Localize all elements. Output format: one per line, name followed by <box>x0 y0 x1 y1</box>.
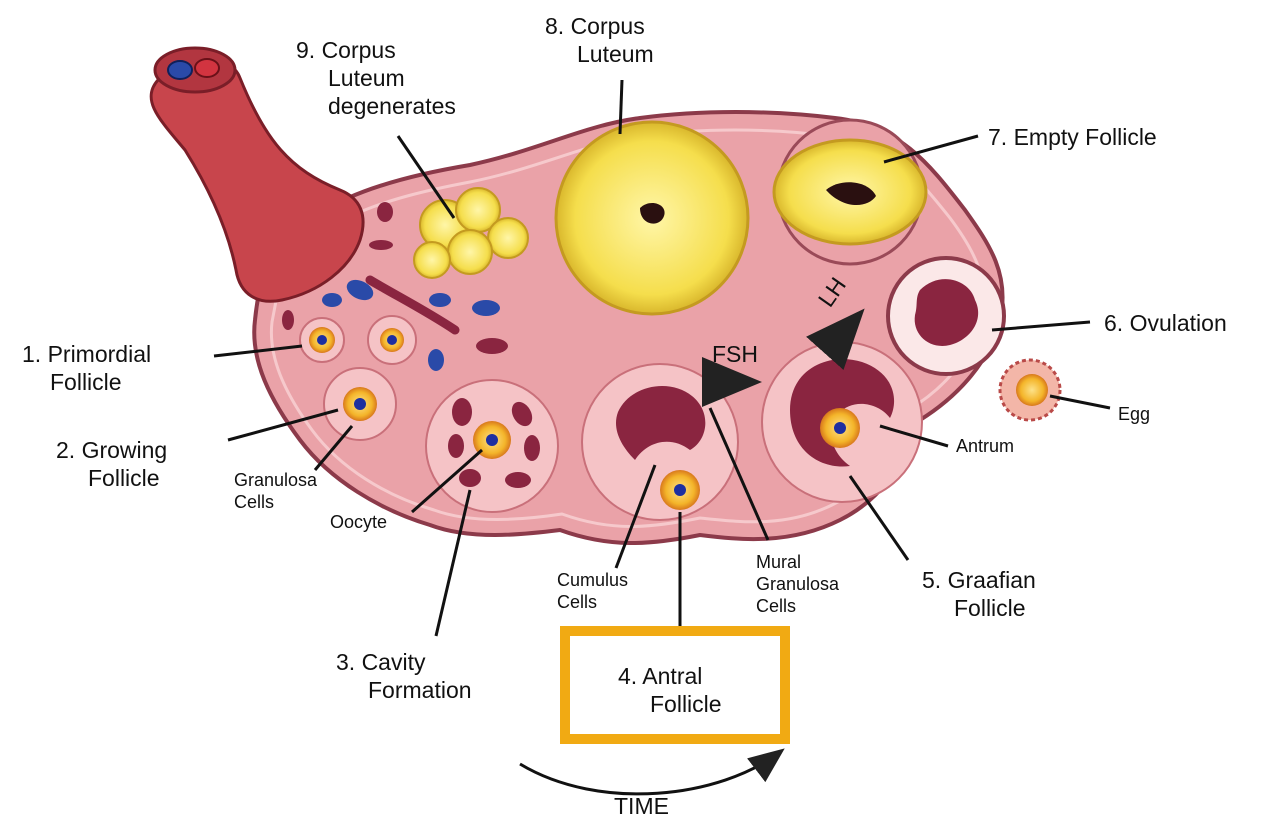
label-antral-follicle: 4. Antral Follicle <box>618 662 722 718</box>
growing-follicle <box>324 368 396 440</box>
antral-follicle <box>582 364 738 520</box>
cavity-formation-follicle <box>426 380 558 512</box>
graafian-follicle <box>762 342 922 502</box>
label-granulosa-cells: Granulosa Cells <box>234 470 317 514</box>
label-time: TIME <box>614 792 669 820</box>
label-empty-follicle: 7. Empty Follicle <box>988 123 1157 151</box>
label-growing-follicle: 2. Growing Follicle <box>56 436 167 492</box>
highlight-box-antral-follicle: 4. Antral Follicle <box>560 626 790 744</box>
label-fsh: FSH <box>712 340 758 368</box>
label-corpus-luteum: 8. Corpus Luteum <box>545 12 654 68</box>
label-primordial-follicle: 1. Primordial Follicle <box>22 340 151 396</box>
empty-follicle <box>774 120 926 264</box>
corpus-luteum <box>556 122 748 314</box>
label-mural-granulosa-cells: Mural Granulosa Cells <box>756 552 839 618</box>
label-cavity-formation: 3. Cavity Formation <box>336 648 472 704</box>
time-arrow <box>520 752 780 794</box>
label-graafian-follicle: 5. Graafian Follicle <box>922 566 1036 622</box>
label-corpus-luteum-degenerates: 9. Corpus Luteum degenerates <box>296 36 456 120</box>
released-egg <box>1000 360 1060 420</box>
label-oocyte: Oocyte <box>330 512 387 534</box>
ovulation-follicle <box>888 258 1004 374</box>
label-antrum: Antrum <box>956 436 1014 458</box>
label-cumulus-cells: Cumulus Cells <box>557 570 628 614</box>
label-egg: Egg <box>1118 404 1150 426</box>
label-ovulation: 6. Ovulation <box>1104 309 1227 337</box>
